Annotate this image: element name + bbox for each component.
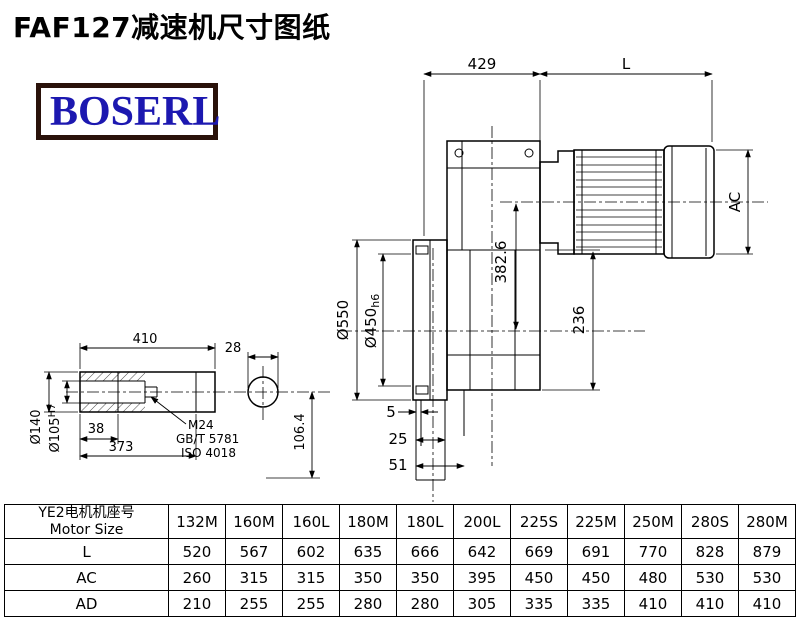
thread-m24-label: M24 (188, 418, 214, 432)
table-cell: 395 (453, 564, 511, 591)
table-cell: 210 (168, 590, 226, 617)
header-motor-size-en: Motor Size (49, 521, 124, 538)
col-header: 160M (225, 504, 283, 539)
dim-373-label: 373 (109, 440, 134, 455)
header-motor-size-cn: YE2电机机座号 (38, 505, 135, 522)
col-header: 160L (282, 504, 340, 539)
table-cell: 315 (225, 564, 283, 591)
dim-5-label: 5 (386, 403, 396, 421)
dim-429-label: 429 (468, 55, 497, 73)
dim-38-label: 38 (88, 422, 105, 437)
col-header: 225M (567, 504, 625, 539)
dim-382-label: 382.6 (492, 241, 510, 284)
header-motor-size: YE2电机机座号 Motor Size (4, 504, 169, 539)
table-cell: 635 (339, 538, 397, 565)
table-row-AD: AD 210 255 255 280 280 305 335 335 410 4… (4, 590, 796, 617)
boserl-logo: BOSERL (36, 83, 221, 140)
page-title: FAF127减速机尺寸图纸 (13, 11, 331, 44)
col-header: 180L (396, 504, 454, 539)
motor-size-table: YE2电机机座号 Motor Size 132M 160M 160L 180M … (4, 504, 796, 617)
table-cell: 280 (396, 590, 454, 617)
dim-dia550-label: Ø550 (334, 300, 352, 340)
table-cell: 602 (282, 538, 340, 565)
table-cell: 335 (567, 590, 625, 617)
col-header: 200L (453, 504, 511, 539)
thread-iso-label: ISO 4018 (181, 446, 236, 460)
table-cell: 530 (681, 564, 739, 591)
col-header: 132M (168, 504, 226, 539)
table-cell: 879 (738, 538, 796, 565)
table-cell: 450 (567, 564, 625, 591)
table-cell: 350 (396, 564, 454, 591)
dim-51-label: 51 (388, 456, 407, 474)
table-cell: 305 (453, 590, 511, 617)
output-shaft-detail: 410 38 373 Ø140 Ø105H7 M24 GB/T 5781 ISO… (29, 332, 332, 479)
thread-gb-label: GB/T 5781 (176, 432, 239, 446)
table-cell: 770 (624, 538, 682, 565)
table-cell: 335 (510, 590, 568, 617)
dim-dia105-label: Ø105H7 (47, 404, 63, 453)
table-cell: 350 (339, 564, 397, 591)
table-cell: 255 (225, 590, 283, 617)
table-cell: 255 (282, 590, 340, 617)
motor-fins (576, 156, 662, 248)
table-cell: 669 (510, 538, 568, 565)
row-label: AD (4, 590, 169, 617)
table-cell: 480 (624, 564, 682, 591)
table-cell: 280 (339, 590, 397, 617)
table-cell: 450 (510, 564, 568, 591)
table-row-L: L 520 567 602 635 666 642 669 691 770 82… (4, 538, 796, 565)
row-label: AC (4, 564, 169, 591)
table-cell: 642 (453, 538, 511, 565)
table-cell: 315 (282, 564, 340, 591)
dim-410-label: 410 (133, 332, 158, 347)
table-cell: 691 (567, 538, 625, 565)
col-header: 180M (339, 504, 397, 539)
table-cell: 567 (225, 538, 283, 565)
dim-dia140-label: Ø140 (29, 409, 44, 444)
table-cell: 530 (738, 564, 796, 591)
table-cell: 828 (681, 538, 739, 565)
row-label: L (4, 538, 169, 565)
dim-AC-label: AC (726, 192, 744, 212)
dim-dia450-label: Ø450h6 (362, 294, 382, 348)
col-header: 225S (510, 504, 568, 539)
dim-28-label: 28 (225, 341, 242, 356)
gearbox-main-view: 429 L AC Ø550 Ø450h6 382.6 236 5 25 51 (334, 55, 768, 502)
dim-L-label: L (622, 55, 631, 73)
col-header: 250M (624, 504, 682, 539)
table-cell: 410 (624, 590, 682, 617)
table-cell: 410 (681, 590, 739, 617)
table-cell: 520 (168, 538, 226, 565)
dim-25-label: 25 (388, 430, 407, 448)
table-cell: 410 (738, 590, 796, 617)
table-row-AC: AC 260 315 315 350 350 395 450 450 480 5… (4, 564, 796, 591)
table-cell: 260 (168, 564, 226, 591)
col-header: 280S (681, 504, 739, 539)
dim-106-label: 106.4 (293, 413, 308, 450)
dim-236-label: 236 (570, 306, 588, 335)
boserl-logo-text: BOSERL (50, 88, 221, 135)
col-header: 280M (738, 504, 796, 539)
table-cell: 666 (396, 538, 454, 565)
table-header-row: YE2电机机座号 Motor Size 132M 160M 160L 180M … (4, 504, 796, 539)
